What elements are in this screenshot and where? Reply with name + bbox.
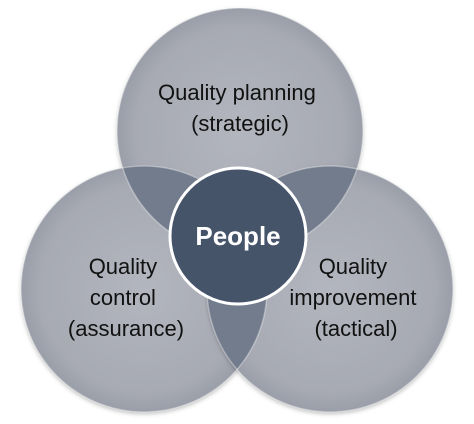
label-quality-improvement: Quality improvement (tactical): [289, 254, 422, 341]
label-quality-control-line3: (assurance): [68, 316, 184, 341]
label-quality-control-line2: control: [90, 285, 156, 310]
label-quality-planning-line2: (strategic): [191, 111, 289, 136]
label-quality-improvement-line3: (tactical): [314, 316, 397, 341]
label-quality-improvement-line1: Quality: [319, 254, 387, 279]
label-quality-control-line1: Quality: [89, 254, 157, 279]
label-quality-planning-line1: Quality planning: [158, 80, 316, 105]
center-circle-people: [168, 166, 308, 306]
label-quality-improvement-line2: improvement: [289, 285, 416, 310]
center-label-people: People: [195, 221, 280, 251]
label-quality-planning: Quality planning (strategic): [158, 80, 322, 136]
label-quality-control: Quality control (assurance): [68, 254, 184, 341]
